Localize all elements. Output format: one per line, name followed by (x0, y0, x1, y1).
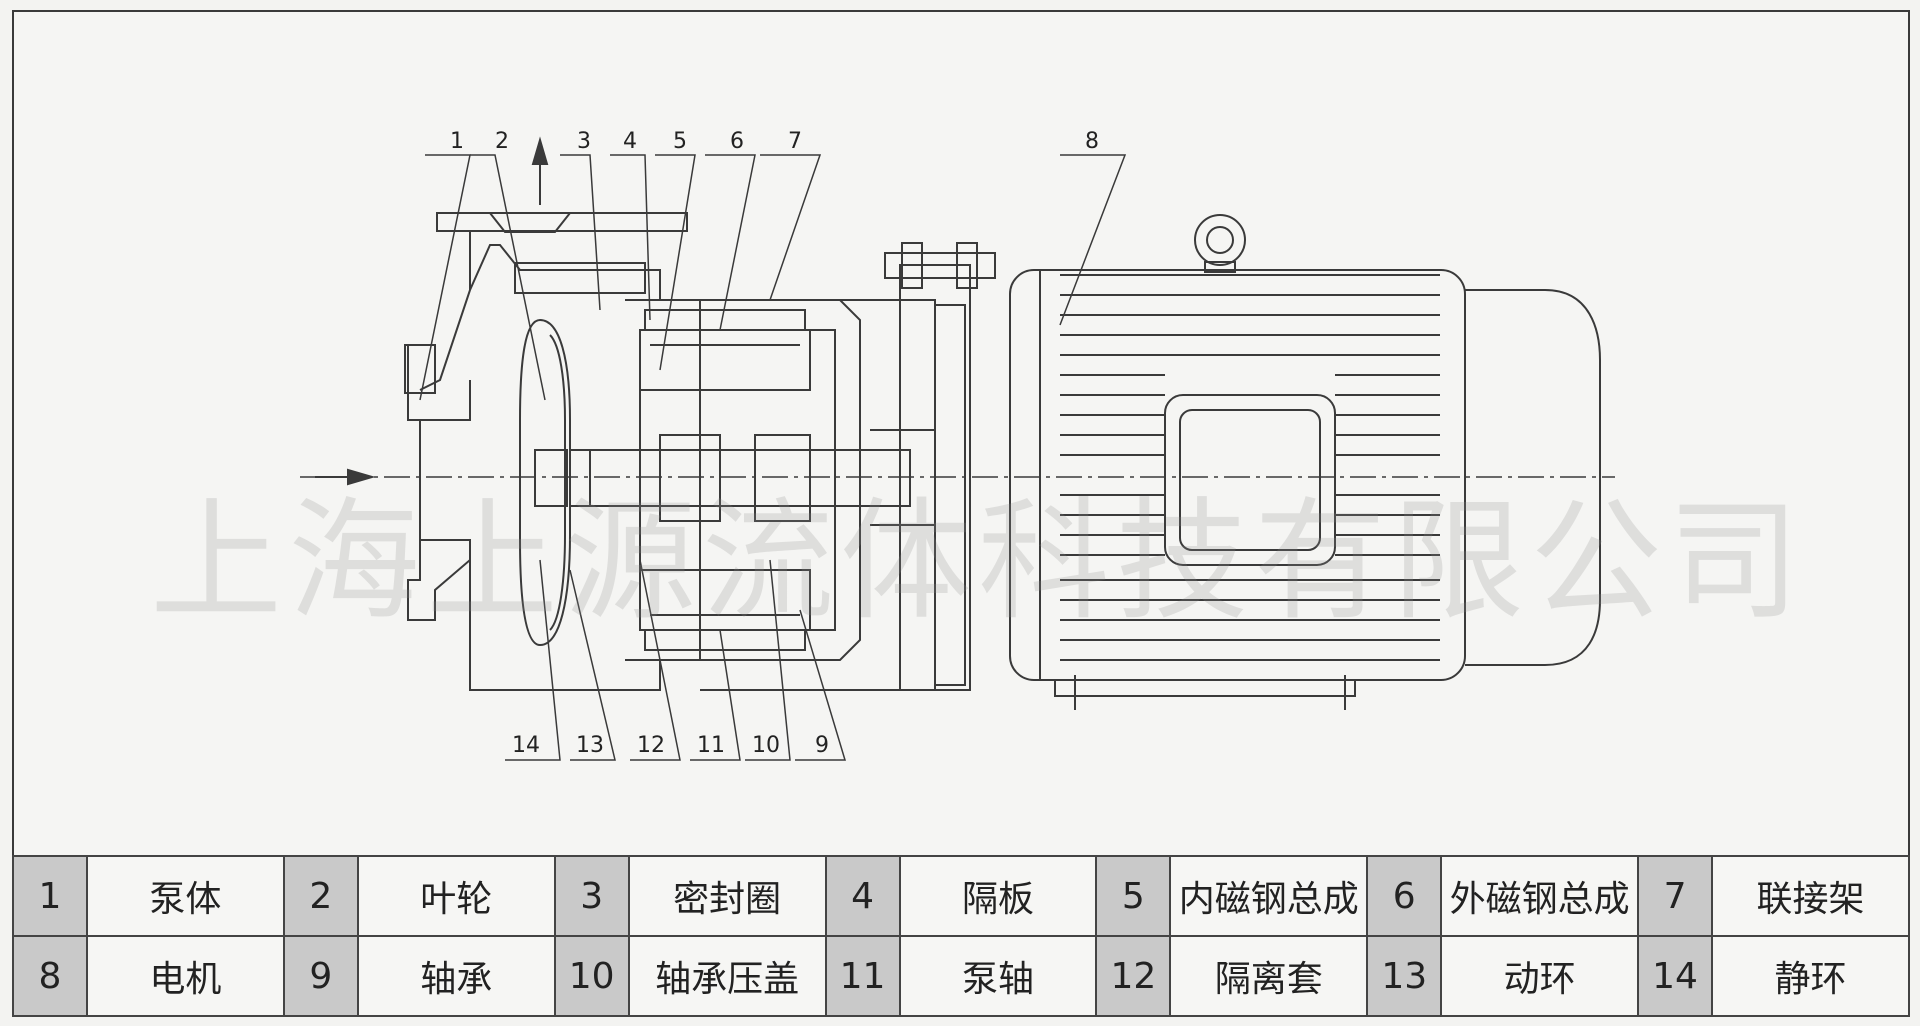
part-name: 电机 (86, 935, 285, 1017)
parts-list-table: 1 泵体 2 叶轮 3 密封圈 4 隔板 5 内磁钢总成 6 外磁钢总成 7 联… (12, 855, 1910, 1017)
callout-10: 10 (752, 733, 780, 758)
callout-1: 1 (450, 129, 464, 154)
part-name: 内磁钢总成 (1169, 855, 1369, 937)
part-number: 2 (282, 855, 359, 937)
callout-11: 11 (697, 733, 725, 758)
part-name: 叶轮 (356, 855, 556, 937)
callout-13: 13 (576, 733, 604, 758)
callout-6: 6 (730, 129, 744, 154)
inner-magnet-assembly (639, 329, 836, 631)
callout-4: 4 (623, 129, 637, 154)
pump-cross-section-diagram: 1 2 3 4 5 6 7 8 14 13 12 11 10 9 (300, 129, 1615, 761)
part-name: 动环 (1440, 935, 1640, 1017)
coupling-frame (700, 242, 996, 691)
part-number: 4 (824, 855, 901, 937)
callout-9: 9 (815, 733, 829, 758)
part-name: 静环 (1711, 935, 1910, 1017)
part-name: 泵轴 (898, 935, 1098, 1017)
table-row: 1 泵体 2 叶轮 3 密封圈 4 隔板 5 内磁钢总成 6 外磁钢总成 7 联… (12, 855, 1910, 937)
pump-casing (404, 212, 701, 691)
table-row: 8 电机 9 轴承 10 轴承压盖 11 泵轴 12 隔离套 13 动环 14 … (12, 935, 1910, 1017)
inlet-arrow (315, 468, 376, 486)
outlet-arrow (531, 136, 549, 205)
callout-12: 12 (637, 733, 665, 758)
part-number: 1 (12, 855, 88, 937)
motor (1009, 214, 1601, 710)
part-number: 8 (12, 935, 88, 1017)
leader-lines (419, 154, 1127, 761)
part-number: 10 (553, 935, 630, 1017)
part-name: 隔离套 (1169, 935, 1369, 1017)
part-number: 9 (282, 935, 359, 1017)
impeller (519, 318, 571, 647)
callout-3: 3 (577, 129, 591, 154)
part-name: 联接架 (1711, 855, 1910, 937)
part-name: 轴承 (356, 935, 556, 1017)
callout-7: 7 (788, 129, 802, 154)
part-name: 泵体 (86, 855, 285, 937)
callout-5: 5 (673, 129, 687, 154)
part-number: 12 (1095, 935, 1172, 1017)
part-name: 外磁钢总成 (1440, 855, 1640, 937)
part-name: 轴承压盖 (627, 935, 827, 1017)
drawing-frame (12, 10, 1910, 1016)
part-number: 5 (1095, 855, 1172, 937)
part-number: 11 (824, 935, 901, 1017)
part-number: 3 (553, 855, 630, 937)
part-number: 6 (1366, 855, 1443, 937)
callout-8: 8 (1085, 129, 1099, 154)
part-number: 14 (1637, 935, 1714, 1017)
pump-shaft (569, 434, 911, 522)
part-number: 13 (1366, 935, 1443, 1017)
part-number: 7 (1637, 855, 1714, 937)
callout-14: 14 (512, 733, 540, 758)
callout-2: 2 (495, 129, 509, 154)
part-name: 隔板 (898, 855, 1098, 937)
part-name: 密封圈 (627, 855, 827, 937)
